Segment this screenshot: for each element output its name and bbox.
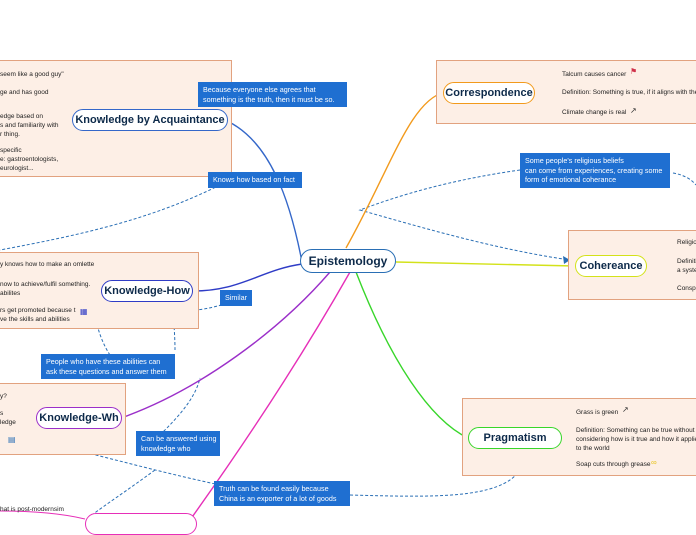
book-icon: ▦ (80, 307, 88, 316)
link-pragmatism (355, 271, 469, 439)
leaf-text[interactable]: Soap cuts through grease (576, 461, 651, 468)
node-knowledge-by-acquaintance[interactable]: Knowledge by Acquaintance (72, 109, 228, 131)
leaf-text[interactable]: now to achieve/fulfil something. (0, 281, 91, 288)
leaf-text[interactable]: eurologist... (0, 165, 34, 172)
leaf-text[interactable]: y knows how to make an omlette (0, 261, 95, 268)
leaf-text[interactable]: specific (0, 147, 22, 154)
leaf-text[interactable]: Conspi (677, 285, 696, 292)
leaf-text[interactable]: edge based on (0, 113, 44, 120)
relation-link (159, 377, 201, 436)
note-knows-based-on-fact[interactable]: Knows how based on fact (208, 172, 302, 188)
flag-icon: ⚑ (630, 67, 638, 76)
note-answered-using-knowledge-who[interactable]: Can be answered using knowledge who (136, 431, 220, 457)
link-correspondence (345, 91, 446, 249)
leaf-text[interactable]: Climate change is real (562, 109, 627, 116)
leaf-text[interactable]: Talcum causes cancer (562, 71, 627, 78)
relation-link (91, 469, 156, 516)
note-similar[interactable]: Similar (220, 290, 252, 306)
note-china-exporter[interactable]: Truth can be found easily because China … (214, 481, 350, 507)
link-icon[interactable]: ↗ (622, 405, 629, 414)
leaf-text[interactable]: considering how is it true and how it ap… (576, 436, 696, 443)
arrowhead (563, 256, 570, 264)
leaf-text[interactable]: Definition: Something can be true withou… (576, 427, 695, 434)
note-religious-beliefs[interactable]: Some people's religious beliefs can come… (520, 153, 670, 189)
link-acquaintance (224, 119, 303, 263)
node-pragmatism[interactable]: Pragmatism (468, 427, 562, 449)
relation-link (672, 172, 696, 186)
note-icon: ▤ (8, 435, 16, 444)
leaf-text[interactable]: y? (0, 393, 7, 400)
leaf-text[interactable]: ledge (0, 419, 16, 426)
leaf-text[interactable]: ge and has good (0, 89, 49, 96)
node-knowledge-wh[interactable]: Knowledge-Wh (36, 407, 122, 429)
node-coherence[interactable]: Cohereance (575, 255, 647, 277)
leaf-text[interactable]: to the world (576, 445, 610, 452)
relation-link (0, 184, 221, 251)
relation-link (349, 469, 521, 497)
link-coherence (395, 261, 576, 267)
link-postmodern (189, 271, 351, 520)
leaf-text[interactable]: e: gastroentologists, (0, 156, 59, 163)
leaf-text[interactable]: r thing. (0, 131, 20, 138)
note-everyone-agrees[interactable]: Because everyone else agrees that someth… (198, 82, 347, 108)
leaf-text[interactable]: Definition: Something is true, if it ali… (562, 89, 696, 96)
leaf-text[interactable]: Definiti (677, 258, 696, 265)
link-how (189, 263, 303, 292)
leaf-text[interactable]: Religio (677, 239, 696, 246)
link-wh (120, 271, 331, 419)
link-icon[interactable]: ↗ (630, 106, 637, 115)
note-abilities[interactable]: People who have these abilities can ask … (41, 354, 175, 380)
leaf-text[interactable]: hat is post-modernsim (0, 506, 64, 513)
root-node[interactable]: Epistemology (300, 249, 396, 273)
node-knowledge-how[interactable]: Knowledge-How (101, 280, 193, 302)
leaf-text[interactable]: s (0, 410, 4, 417)
glasses-icon: ∞ (651, 458, 657, 467)
leaf-text[interactable]: ve the skills and abilities (0, 316, 70, 323)
leaf-text[interactable]: rs get promoted because t (0, 307, 76, 314)
relation-link (358, 169, 571, 261)
node-postmodernism[interactable] (85, 513, 197, 535)
leaf-text[interactable]: seem like a good guy" (0, 71, 64, 78)
leaf-text[interactable]: abilites (0, 290, 21, 297)
leaf-text[interactable]: a syster (677, 267, 696, 274)
node-correspondence[interactable]: Correspondence (443, 82, 535, 104)
leaf-text[interactable]: s and familiarity with (0, 122, 59, 129)
leaf-text[interactable]: Grass is green (576, 409, 619, 416)
panel-pragmatism (462, 398, 696, 476)
